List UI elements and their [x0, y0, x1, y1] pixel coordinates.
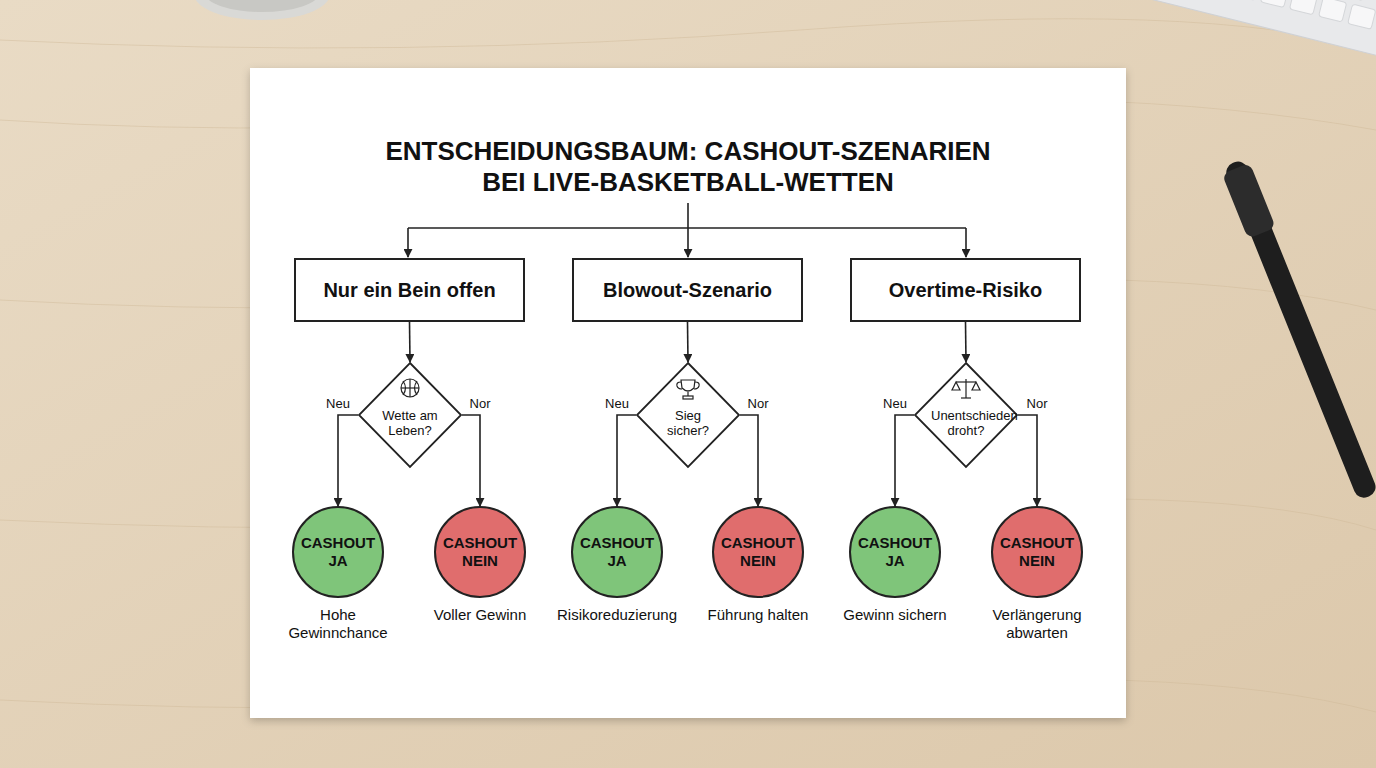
outcome-circle: CASHOUT JARisikoreduzierung: [571, 506, 663, 598]
outcome-circle: CASHOUT NEINVerlängerung abwarten: [991, 506, 1083, 598]
flow-arrow: [1018, 415, 1037, 506]
pen: [1222, 159, 1376, 501]
decision-diamond: Unentschieden droht?: [914, 362, 1018, 468]
branch-label: Neu: [883, 396, 907, 411]
node-label: Wette am Leben?: [375, 392, 445, 438]
node-label: CASHOUT NEIN: [995, 534, 1079, 570]
scales-icon: [952, 379, 980, 398]
node-label: Unentschieden droht?: [931, 392, 1001, 438]
flow-arrow: [965, 322, 967, 362]
branch-label: Nor: [1027, 396, 1048, 411]
outcome-caption: Risikoreduzierung: [547, 606, 687, 624]
keyboard: [1133, 0, 1376, 63]
flow-arrow: [462, 415, 480, 506]
node-label: Blowout-Szenario: [603, 279, 772, 302]
node-label: CASHOUT JA: [853, 534, 937, 570]
node-label: CASHOUT JA: [575, 534, 659, 570]
outcome-caption: Voller Gewinn: [410, 606, 550, 624]
node-label: Nur ein Bein offen: [323, 279, 495, 302]
outcome-circle: CASHOUT NEINFührung halten: [712, 506, 804, 598]
node-label: CASHOUT JA: [296, 534, 380, 570]
paper-sheet: [250, 68, 1126, 718]
decision-diamond: Sieg sicher?: [636, 362, 740, 468]
branch-label: Neu: [605, 396, 629, 411]
decision-diamond: Wette am Leben?: [358, 362, 462, 468]
outcome-circle: CASHOUT NEINVoller Gewinn: [434, 506, 526, 598]
node-label: Overtime-Risiko: [889, 279, 1042, 302]
flow-arrow: [895, 415, 914, 506]
diamond-shape: [359, 363, 461, 467]
outcome-caption: Führung halten: [688, 606, 828, 624]
flow-arrow: [409, 322, 411, 362]
flow-arrow: [740, 415, 758, 506]
branch-label: Nor: [748, 396, 769, 411]
trophy-icon: [677, 380, 699, 399]
branch-label: Nor: [470, 396, 491, 411]
flow-arrow: [617, 415, 636, 506]
node-label: Sieg sicher?: [653, 392, 723, 438]
process-box: Nur ein Bein offen: [294, 258, 525, 322]
outcome-circle: CASHOUT JAHohe Gewinnchance: [292, 506, 384, 598]
outcome-caption: Gewinn sichern: [825, 606, 965, 624]
coffee-mug: [194, 0, 330, 20]
diagram-title: ENTSCHEIDUNGSBAUM: CASHOUT-SZENARIEN BEI…: [368, 136, 1008, 198]
diamond-shape: [915, 363, 1017, 467]
outcome-caption: Verlängerung abwarten: [985, 606, 1089, 642]
branch-label: Neu: [326, 396, 350, 411]
basketball-icon: [401, 379, 419, 397]
process-box: Overtime-Risiko: [850, 258, 1081, 322]
diamond-shape: [637, 363, 739, 467]
outcome-caption: Hohe Gewinnchance: [286, 606, 390, 642]
title-branch-lines: [408, 203, 966, 257]
outcome-circle: CASHOUT JAGewinn sichern: [849, 506, 941, 598]
process-box: Blowout-Szenario: [572, 258, 803, 322]
flow-arrow: [687, 322, 689, 362]
node-label: CASHOUT NEIN: [716, 534, 800, 570]
node-label: CASHOUT NEIN: [438, 534, 522, 570]
flow-arrow: [338, 415, 358, 506]
